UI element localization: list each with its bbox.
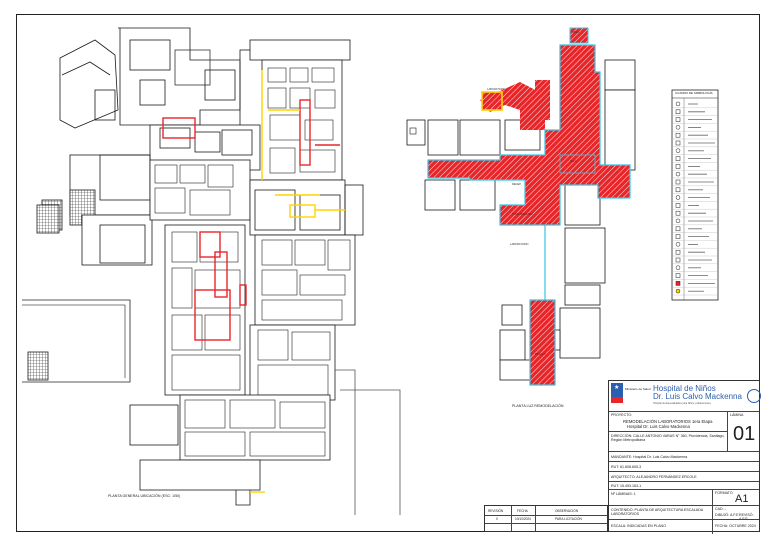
revision-number: 0	[496, 517, 498, 521]
legend-box	[671, 89, 719, 301]
logo-subtitle: Hospital de Especialidades para Niños y …	[653, 402, 711, 405]
revision-observation: PARA LICITACIÓN	[555, 517, 582, 521]
revision-header-rev: REVISIÓN	[488, 509, 504, 513]
government-seal-icon: ★	[611, 383, 623, 403]
legend-symbol-icon	[675, 242, 681, 247]
svg-text:LABORATORIO: LABORATORIO	[510, 242, 529, 246]
architect-row: ARQUITECTO: ALEJANDRO FERNÁNDEZ ERCOLE	[609, 471, 759, 481]
format-value: A1	[735, 493, 749, 505]
legend-symbol-icon	[675, 187, 681, 193]
legend-symbol-icon	[675, 265, 681, 270]
scale: ESCALA: INDICADAS EN PLANO	[611, 524, 666, 528]
cad-ref: CAD: -	[715, 507, 726, 511]
legend-symbol-icon	[675, 148, 681, 153]
content: CONTENIDO: PLANTA DE ARQUITECTURA ESCALA…	[611, 508, 703, 517]
legend-symbol-icon	[675, 288, 681, 294]
drawn-by: DIBUJÓ: A.F.E.	[715, 513, 740, 517]
revision-row: 0 10/10/2024 PARA LICITACIÓN	[485, 515, 607, 524]
revision-header-date: FECHA	[517, 509, 528, 513]
legend-symbol-icon	[675, 171, 681, 177]
legend-symbol-icon	[675, 273, 681, 278]
pages: Nº LÁMINAS: 1	[611, 492, 636, 496]
legend-symbol-icon	[675, 195, 681, 200]
legend-rows	[672, 101, 718, 296]
legend-symbol-icon	[675, 226, 681, 232]
format-box: FORMATO A1	[712, 490, 762, 506]
legend-symbol-icon	[675, 132, 681, 138]
svg-text:SALA: SALA	[570, 159, 577, 163]
date-box: FECHA: OCTUBRE 2024	[712, 520, 762, 534]
format-label: FORMATO	[715, 491, 733, 495]
legend-symbol-icon	[675, 164, 681, 169]
project-line-1: REMODELACIÓN LABORATORIOS 1era Etapa	[623, 419, 713, 424]
rut1-row: RUT: 61.608.605-3	[609, 461, 759, 471]
hospital-logo: ★ Ministerio de Salud Hospital de Niños …	[609, 381, 761, 411]
left-plan-caption: PLANTA GENERAL UBICACIÓN (ESC: 1/50)	[108, 494, 181, 498]
cad-box: CAD: - DIBUJÓ: A.F.E. REVISÓ: A.F.E.	[712, 506, 762, 521]
legend-symbol-icon	[675, 156, 681, 161]
title-block: ★ Ministerio de Salud Hospital de Niños …	[608, 380, 762, 534]
left-floor-plan	[22, 27, 401, 515]
legend-symbol-icon	[675, 109, 681, 115]
right-floor-plan	[406, 59, 636, 381]
sheet-label: LÁMINA	[730, 413, 744, 417]
rut2-row: RUT: 15.493.163-1	[609, 481, 759, 489]
svg-text:LABORATORIO: LABORATORIO	[487, 87, 506, 91]
legend-symbol-icon	[675, 210, 681, 216]
legend-symbol-icon	[675, 234, 681, 239]
scale-row: ESCALA: INDICADAS EN PLANO FECHA: OCTUBR…	[609, 519, 762, 534]
left-plan-highlights	[162, 70, 345, 493]
legend-symbol-icon	[675, 117, 681, 122]
legend-title: CUADRO DE SIMBOLOGÍA	[675, 91, 713, 95]
child-emblem-icon	[747, 389, 761, 403]
rut-2: RUT: 15.493.163-1	[611, 484, 642, 488]
content-row: CONTENIDO: PLANTA DE ARQUITECTURA ESCALA…	[609, 505, 762, 521]
architect: ARQUITECTO: ALEJANDRO FERNÁNDEZ ERCOLE	[611, 475, 697, 479]
svg-text:TOMA MUESTRA: TOMA MUESTRA	[512, 212, 533, 216]
legend-symbol-icon	[675, 140, 681, 146]
address-row: DIRECCIÓN: CALLE ANTONIO VARAS N° 360, P…	[609, 431, 727, 451]
revision-date: 10/10/2024	[515, 517, 531, 521]
project-label: PROYECTO:	[611, 413, 633, 417]
owner-row: MANDANTE: Hospital Dr. Luis Calvo Macken…	[609, 451, 759, 461]
owner: MANDANTE: Hospital Dr. Luis Calvo Macken…	[611, 455, 688, 459]
project-row: PROYECTO: REMODELACIÓN LABORATORIOS 1era…	[609, 411, 762, 452]
sheet-number-box: LÁMINA 01	[727, 412, 762, 452]
logo-text-2: Dr. Luis Calvo Mackenna	[653, 392, 742, 401]
legend-symbol-icon	[675, 125, 681, 130]
date: FECHA: OCTUBRE 2024	[715, 524, 756, 528]
address: DIRECCIÓN: CALLE ANTONIO VARAS N° 360, P…	[611, 434, 725, 443]
project-line-2: Hospital Dr. Luis Calvo Mackenna	[627, 424, 690, 429]
legend-symbol-icon	[675, 249, 681, 255]
legend-symbol-icon	[675, 218, 681, 224]
rut-1: RUT: 61.608.605-3	[611, 465, 642, 469]
logo-text-1: Hospital de Niños	[653, 384, 716, 393]
format-row: Nº LÁMINAS: 1 FORMATO A1	[609, 489, 762, 506]
legend-symbol-icon	[675, 101, 681, 107]
revision-header: REVISIÓN FECHA OBSERVACIÓN	[485, 506, 607, 516]
legend-symbol-icon	[675, 203, 681, 208]
svg-text:PASILLO: PASILLO	[535, 352, 546, 356]
sheet-number: 01	[733, 423, 756, 445]
revision-table: REVISIÓN FECHA OBSERVACIÓN 0 10/10/2024 …	[484, 505, 608, 532]
right-plan-room-tags: LABORATORIO SALA AREA RECEP. TOMA MUESTR…	[487, 30, 579, 356]
revision-header-obs: OBSERVACIÓN	[555, 509, 579, 513]
legend-symbol-icon	[675, 281, 681, 286]
svg-text:AREA: AREA	[572, 30, 579, 34]
svg-text:RECEP.: RECEP.	[512, 182, 522, 186]
right-plan-caption: PLANTA LUZ REMODELACIÓN	[512, 404, 564, 408]
legend-symbol-icon	[675, 257, 681, 263]
legend-symbol-icon	[675, 179, 681, 185]
right-plan-red-areas	[409, 27, 631, 386]
